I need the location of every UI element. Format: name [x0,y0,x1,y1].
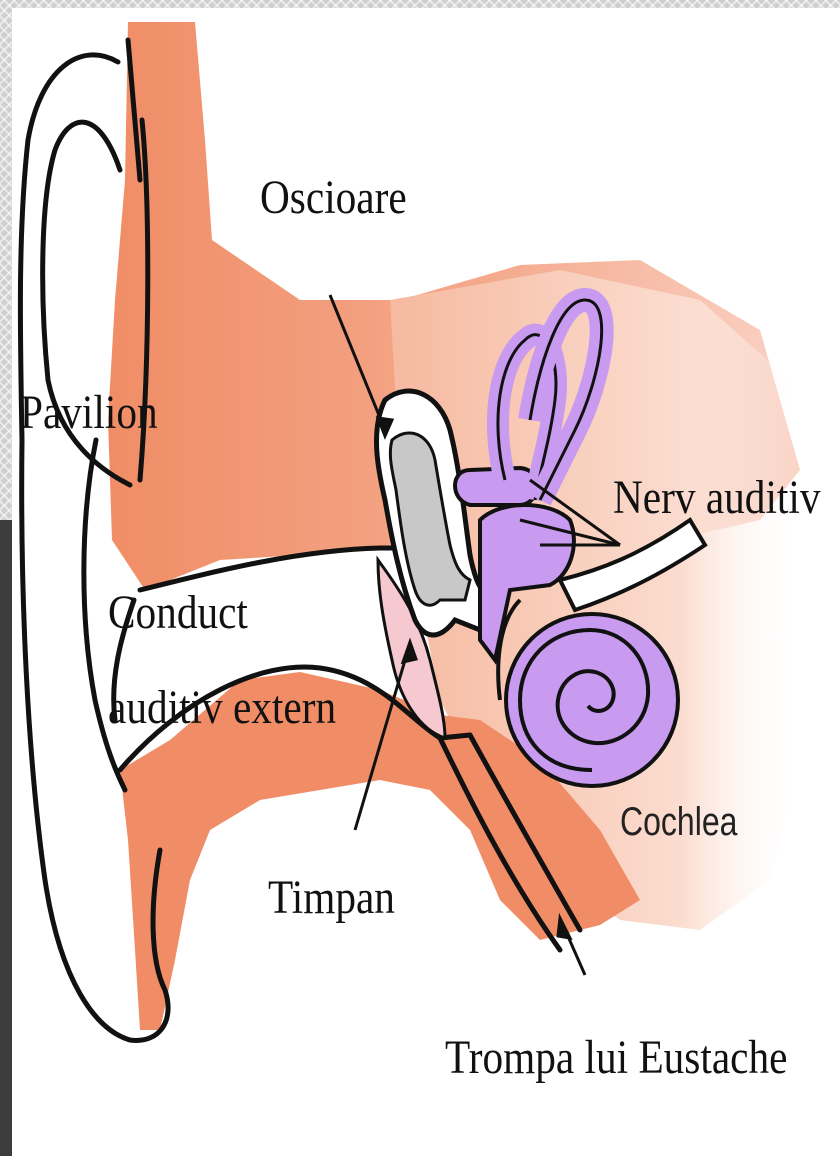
label-nerv-auditiv: Nerv auditiv [613,470,820,525]
label-conduct: Conduct [108,585,248,640]
label-pavilion: Pavilion [20,385,158,440]
label-cochlea: Cochlea [620,800,737,845]
label-trompa-lui-eustache: Trompa lui Eustache [445,1030,787,1085]
label-auditiv-extern: auditiv extern [108,680,336,735]
label-timpan: Timpan [268,870,395,925]
label-oscioare: Oscioare [260,170,407,225]
